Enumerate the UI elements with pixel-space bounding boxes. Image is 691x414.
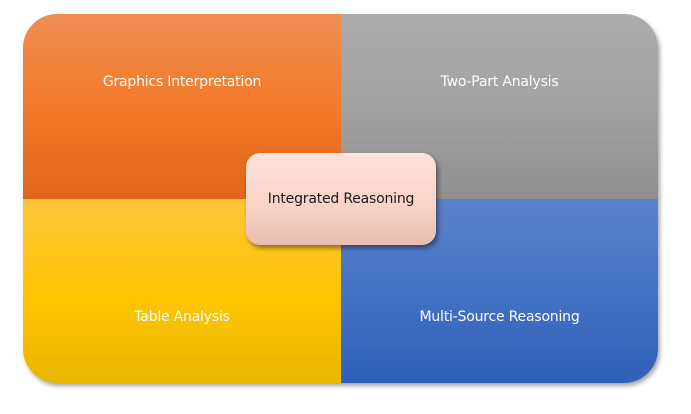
- center-label: Integrated Reasoning: [267, 191, 415, 207]
- quadrant-multi-source-reasoning: Multi-Source Reasoning: [341, 199, 658, 383]
- quadrant-label: Graphics Interpretation: [102, 74, 262, 90]
- quadrant-label: Multi-Source Reasoning: [419, 309, 580, 325]
- center-box-integrated-reasoning: Integrated Reasoning: [246, 153, 436, 245]
- quadrant-label: Two-Part Analysis: [440, 74, 559, 90]
- quadrant-graphics-interpretation: Graphics Interpretation: [23, 14, 341, 199]
- quadrant-label: Table Analysis: [134, 309, 230, 325]
